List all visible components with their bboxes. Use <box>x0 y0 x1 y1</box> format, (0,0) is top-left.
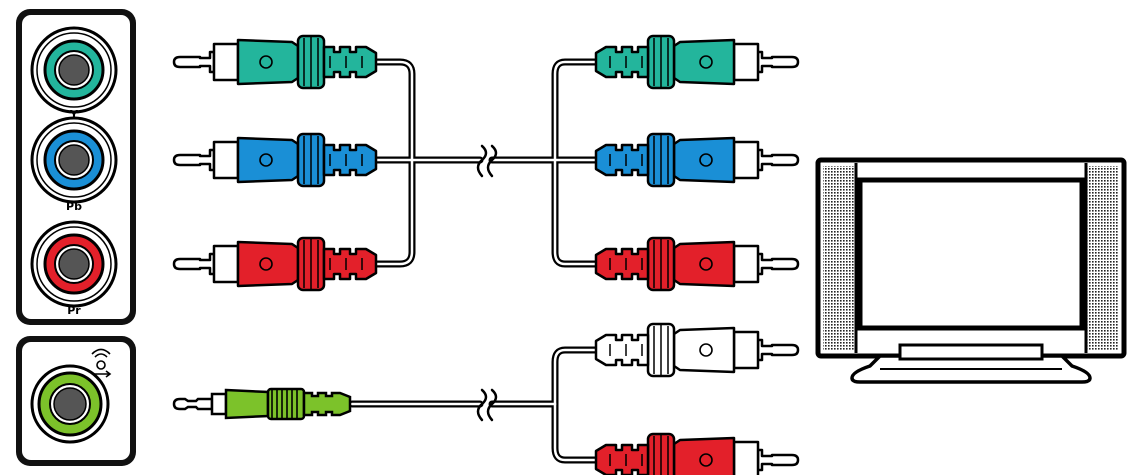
port-y-label: Y <box>69 108 79 121</box>
port-pr: Pr <box>30 220 118 317</box>
component-port-panel: Y Pb Pr <box>16 9 136 325</box>
component-cable-wires <box>366 58 600 268</box>
rca-plugs <box>172 34 800 475</box>
rca-plug-right-y <box>594 34 800 90</box>
audio-out-icon <box>91 348 112 378</box>
tv-icon <box>815 157 1127 384</box>
minijack-body <box>224 388 270 420</box>
rca-plug-left-pr <box>172 236 378 292</box>
minijack-grip <box>266 387 306 421</box>
rca-plug-right-pr <box>594 236 800 292</box>
minijack-strain-relief <box>302 391 352 417</box>
rca-plug-left-y <box>172 34 378 90</box>
port-y: Y <box>30 26 118 121</box>
rca-plug-left-pb <box>172 132 378 188</box>
port-pb: Pb <box>30 116 118 213</box>
rca-plug-audio-red <box>594 432 800 475</box>
port-pb-label: Pb <box>66 200 82 213</box>
port-pr-label: Pr <box>67 304 81 317</box>
minijack-plug <box>172 387 352 421</box>
rca-plug-audio-white <box>594 322 800 378</box>
audio-cable-wires <box>348 346 600 464</box>
rca-plug-right-pb <box>594 132 800 188</box>
audio-port-panel <box>16 336 136 466</box>
